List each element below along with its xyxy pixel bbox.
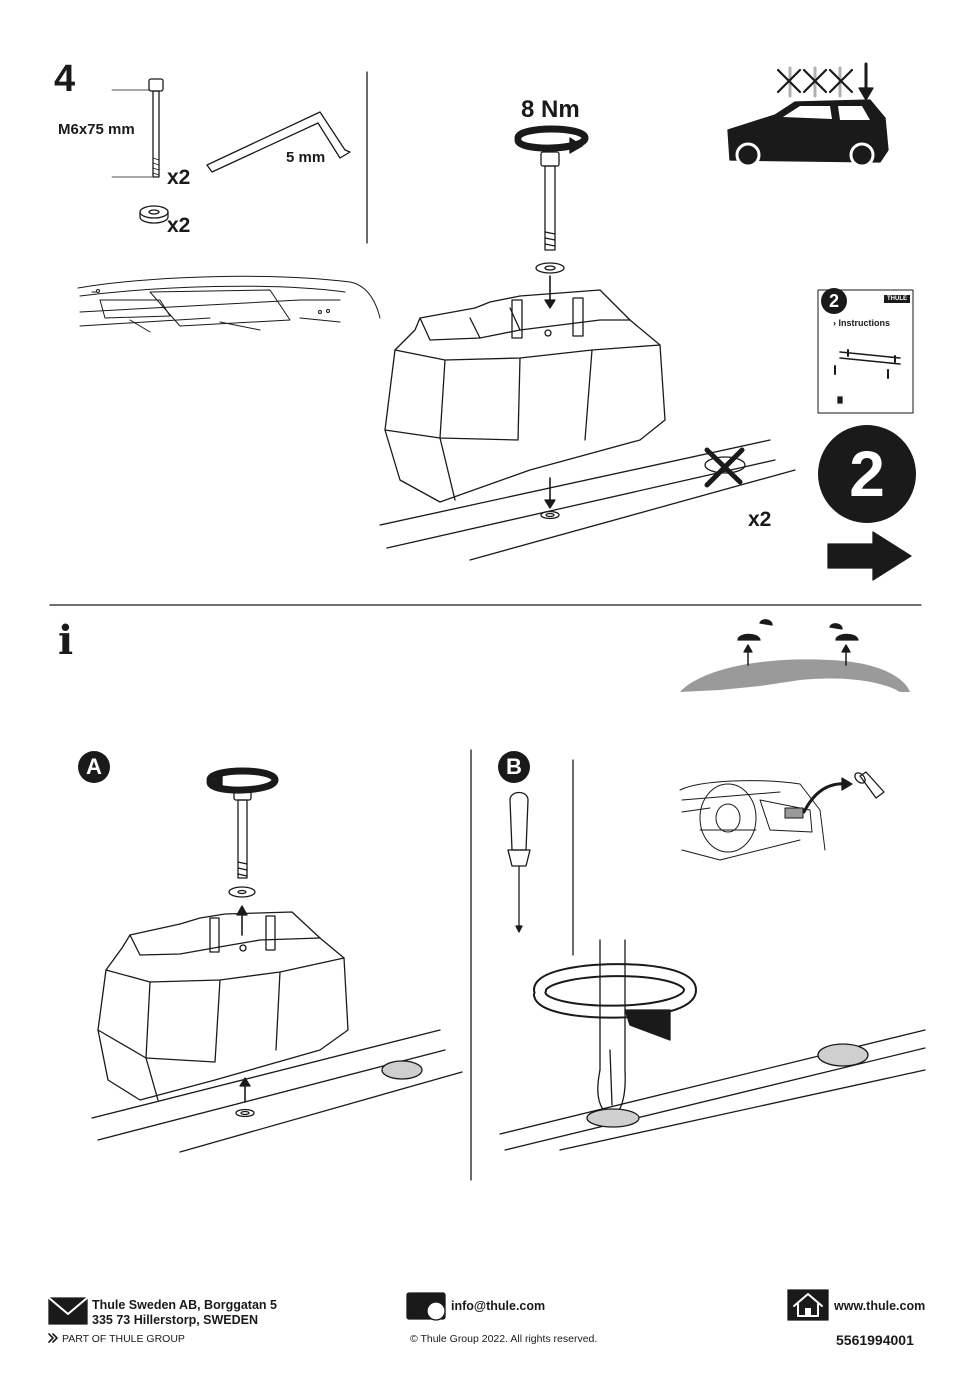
website-link[interactable]: www.thule.com [834, 1299, 926, 1313]
car-roof-sketch [77, 275, 381, 333]
instruction-booklet-icon [817, 289, 914, 414]
panel-a-torque-icon [206, 767, 279, 794]
washer-part-icon [139, 205, 169, 224]
home-icon [787, 1289, 829, 1321]
panel-a-rail-lines [91, 1029, 463, 1153]
panel-a-label: A [78, 751, 110, 783]
no-load-x-icons [776, 68, 854, 94]
rotate-arrow-icon [533, 963, 697, 1019]
bolt-install-icon [535, 151, 565, 309]
document-number: 5561994001 [836, 1332, 914, 1348]
next-arrow-icon [827, 531, 912, 581]
hex-wrench-icon [206, 111, 351, 173]
car-silhouette-icon [727, 99, 889, 168]
plug-removal-arrow-icon [802, 771, 885, 814]
rail-plug-icon [586, 1108, 640, 1128]
booklet-title: › Instructions [833, 318, 891, 328]
bolt-quantity: x2 [167, 166, 191, 189]
panel-a-hole-icon [235, 1060, 423, 1118]
panel-b-plug-icon [817, 1043, 869, 1067]
envelope-icon [48, 1297, 88, 1325]
roof-profile-icon [680, 619, 910, 692]
torque-label: 8 Nm [521, 96, 580, 123]
step-number: 4 [54, 58, 76, 100]
next-step-badge: 2 [818, 425, 916, 523]
panel-a-bolt-icon [228, 787, 256, 936]
address-line1: Thule Sweden AB, Borggatan 5 [92, 1298, 277, 1312]
panel-a-foot-illustration [97, 911, 349, 1101]
group-label: PART OF THULE GROUP [62, 1333, 185, 1345]
torque-arrow-icon [514, 125, 589, 154]
roof-rail-lines [379, 439, 796, 561]
screwdriver-shaft-icon [597, 939, 671, 1119]
bolt-part-icon [111, 78, 164, 178]
load-down-arrow-icon [858, 62, 874, 101]
address-line2: 335 73 Hillerstorp, SWEDEN [92, 1313, 259, 1327]
booklet-brand-label: THULE [884, 295, 910, 303]
do-not-use-x-icon [704, 447, 745, 488]
booklet-step-badge: 2 [821, 288, 847, 314]
email-at-icon [406, 1292, 446, 1321]
screwdriver-icon [507, 791, 531, 933]
panel-b-label: B [498, 751, 530, 783]
covered-hole-icon [704, 456, 746, 474]
roof-foot-illustration [384, 289, 666, 503]
bolt-size-label: M6x75 mm [58, 121, 135, 138]
email-link[interactable]: info@thule.com [451, 1299, 546, 1313]
chevron-right-icon [48, 1333, 58, 1343]
washer-quantity: x2 [167, 214, 191, 237]
car-interior-sketch [679, 780, 826, 861]
rail-hole-icon [540, 477, 560, 520]
mount-quantity: x2 [748, 508, 772, 531]
wrench-size-label: 5 mm [286, 149, 326, 166]
copyright: © Thule Group 2022. All rights reserved. [410, 1333, 598, 1345]
info-icon: i [58, 617, 74, 664]
